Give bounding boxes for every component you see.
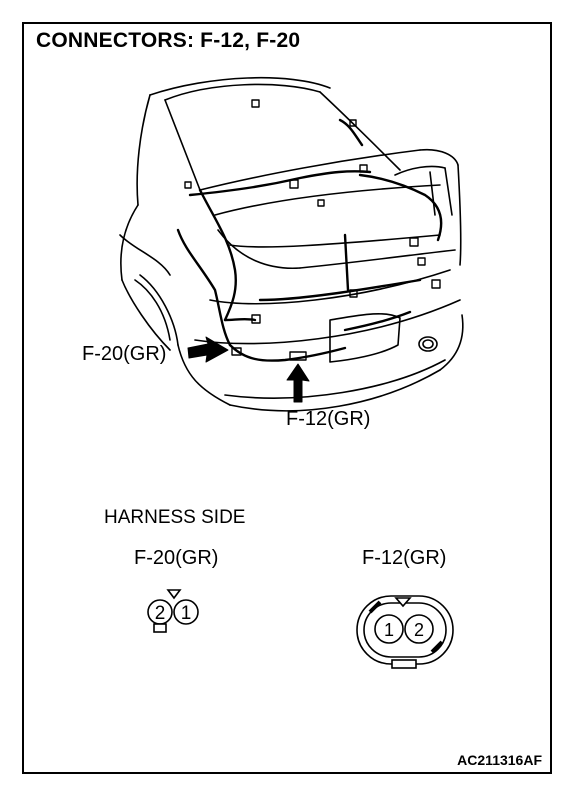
f12-pin-2-number: 2 [414, 620, 424, 640]
f20-pin-1 [173, 599, 199, 625]
arrow-f20 [187, 336, 229, 363]
f20-index-mark [166, 589, 182, 600]
diagram-frame [22, 22, 552, 774]
f20-latch [153, 623, 167, 633]
f20-pin-1-number: 1 [181, 603, 192, 624]
f12-index-mark [394, 597, 412, 608]
f12-pin-2 [404, 614, 434, 644]
figure-code: AC211316AF [457, 752, 542, 768]
wiring-harness [176, 118, 443, 362]
harness-connectors [184, 99, 441, 361]
harness-side-heading: HARNESS SIDE [104, 507, 246, 528]
f12-keyway-left [368, 600, 382, 614]
body-outline [119, 76, 464, 412]
harness-f12-label: F-12(GR) [362, 547, 447, 569]
callout-label-f12: F-12(GR) [286, 408, 371, 430]
f12-keyway-right [430, 640, 444, 654]
callout-arrows [187, 336, 310, 403]
f12-pin-1-number: 1 [384, 620, 394, 640]
callout-label-f20: F-20(GR) [82, 343, 167, 365]
f20-pin-2-number: 2 [155, 603, 166, 624]
f12-latch [391, 659, 417, 669]
arrow-f12 [286, 363, 310, 403]
f12-pin-1 [374, 614, 404, 644]
harness-f20-label: F-20(GR) [134, 547, 219, 569]
diagram-title: CONNECTORS: F-12, F-20 [36, 29, 301, 52]
